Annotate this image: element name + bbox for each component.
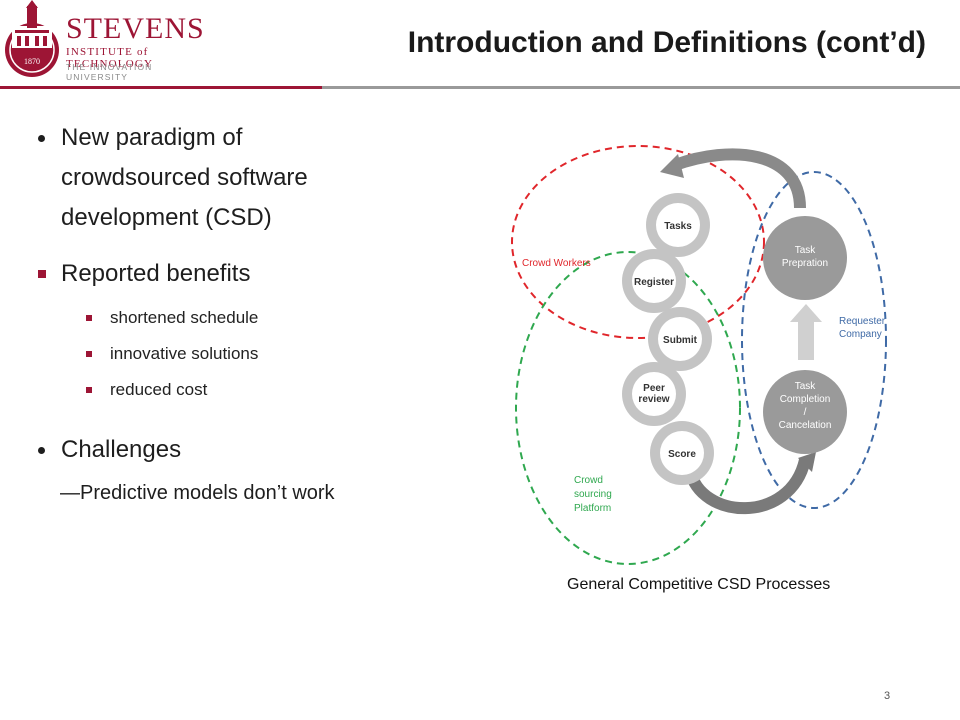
platform-label-line: Crowd (574, 475, 603, 486)
step-label: Submit (663, 335, 698, 346)
node-label-line: Task (795, 245, 817, 256)
platform-label-line: sourcing (574, 489, 612, 500)
bullet-text: Challenges (61, 436, 182, 463)
requester-label-line: Requester (839, 316, 886, 327)
bullet-challenges: Challenges (38, 434, 181, 466)
benefit-text: innovative solutions (110, 344, 259, 363)
page-number: 3 (884, 690, 891, 702)
bullet-paradigm: New paradigm of crowdsourced software de… (38, 118, 398, 238)
platform-region (515, 251, 741, 565)
up-arrow-shaft (798, 320, 814, 360)
node-label-line: Completion (780, 394, 831, 405)
platform-label-line: Platform (574, 503, 611, 514)
benefit-text: reduced cost (110, 380, 208, 399)
up-arrowhead-icon (790, 304, 822, 322)
bullet-text: Reported benefits (61, 260, 251, 287)
crowd-workers-region (511, 145, 765, 339)
bullet-text: New paradigm of crowdsourced software de… (61, 124, 308, 231)
step-label: Tasks (664, 221, 692, 232)
benefit-item: shortened schedule (86, 307, 258, 329)
step-label: Score (668, 449, 696, 460)
requester-label-line: Company (839, 329, 882, 340)
step-label-line: review (638, 394, 669, 405)
node-label-line: Task (795, 381, 817, 392)
top-arrow (672, 148, 806, 209)
logo-wordmark: STEVENS (66, 12, 205, 45)
bullet-square-icon (38, 270, 46, 278)
node-label-line: Prepration (782, 258, 828, 269)
crowd-workers-label: Crowd Workers (522, 258, 591, 269)
bullet-square-icon (86, 315, 92, 321)
page-title: Introduction and Definitions (cont’d) (407, 26, 926, 59)
node-label-line: Cancelation (779, 420, 832, 431)
stevens-logo: 1870 STEVENS INSTITUTE of TECHNOLOGY THE… (0, 0, 212, 82)
top-arrowhead-icon (660, 154, 684, 178)
step-submit: Submit (648, 307, 712, 371)
svg-text:1870: 1870 (24, 57, 40, 66)
benefit-item: innovative solutions (86, 343, 258, 365)
step-register: Register (622, 249, 686, 313)
bottom-arrowhead-icon (798, 452, 816, 472)
logo-tagline: THE INNOVATION UNIVERSITY (66, 62, 153, 82)
bullet-square-icon (86, 387, 92, 393)
bullet-benefits: Reported benefits (38, 258, 250, 290)
requester-region (741, 171, 887, 509)
bullet-dot-icon (38, 447, 45, 454)
step-label: Register (634, 277, 674, 288)
header-divider-accent (0, 86, 322, 89)
logo-subtitle: INSTITUTE of TECHNOLOGY (66, 46, 154, 70)
node-label-line: / (804, 407, 807, 418)
benefit-item: reduced cost (86, 379, 207, 401)
step-label-line: Peer (643, 383, 665, 394)
challenge-item: —Predictive models don’t work (60, 482, 335, 504)
bottom-arrow (684, 458, 811, 515)
step-score: Score (650, 421, 714, 485)
stevens-seal-icon: 1870 (5, 0, 59, 77)
benefit-text: shortened schedule (110, 308, 259, 327)
bullet-square-icon (86, 351, 92, 357)
diagram-caption: General Competitive CSD Processes (567, 576, 831, 593)
header-divider (0, 86, 960, 89)
step-tasks: Tasks (646, 193, 710, 257)
bullet-dot-icon (38, 135, 45, 142)
